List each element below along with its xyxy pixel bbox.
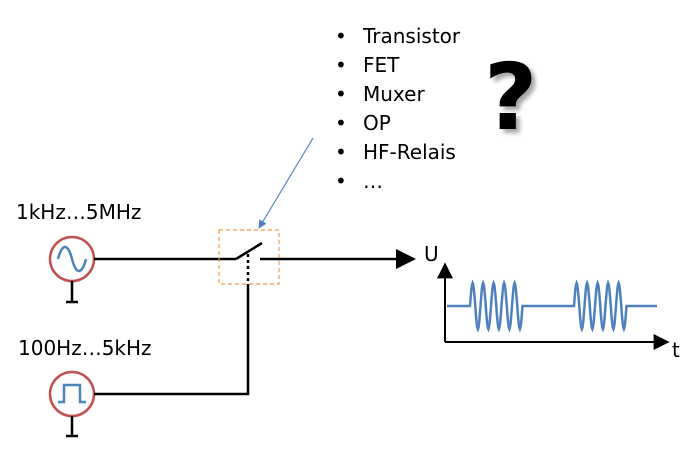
sine-wave-icon	[56, 245, 88, 273]
bullet-dot: •	[335, 24, 347, 48]
pointer-arrow	[258, 137, 314, 229]
list-item: • FET	[333, 51, 460, 80]
list-item-label: Muxer	[363, 82, 425, 106]
bullet-dot: •	[335, 53, 347, 77]
list-item: •…	[333, 167, 460, 196]
sine-source	[48, 235, 96, 304]
pulse-wave-icon	[58, 383, 86, 404]
y-axis-label: U	[424, 242, 439, 266]
question-mark: ?	[484, 44, 538, 151]
pulse-source-label: 100Hz…5kHz	[18, 336, 152, 360]
list-item-label: Transistor	[363, 24, 461, 48]
list-item-label: …	[363, 169, 383, 193]
output-plot	[437, 262, 670, 350]
list-item-label: OP	[363, 111, 391, 135]
output-waveform	[447, 279, 657, 333]
options-list: • Transistor • FET • Muxer • OP • HF-Relais •…	[333, 22, 460, 196]
list-item: • HF-Relais	[333, 138, 460, 167]
pulse-source	[48, 370, 96, 438]
sine-source-label: 1kHz…5MHz	[16, 200, 142, 224]
bullet-dot: •	[335, 82, 347, 106]
list-item: • Transistor	[333, 22, 460, 51]
list-item: • OP	[333, 109, 460, 138]
list-item-label: FET	[363, 53, 400, 77]
list-item-label: HF-Relais	[363, 140, 456, 164]
switch-highlight-box	[218, 229, 280, 285]
bullet-dot: •	[335, 111, 347, 135]
control-wire	[94, 287, 250, 396]
x-axis-label: t	[672, 338, 680, 362]
bullet-dot: •	[335, 140, 347, 164]
pulse-source-ring	[48, 370, 96, 418]
list-item: • Muxer	[333, 80, 460, 109]
bullet-dot: •	[335, 169, 347, 193]
switch-blade	[235, 241, 263, 261]
switch-symbol	[235, 241, 263, 287]
